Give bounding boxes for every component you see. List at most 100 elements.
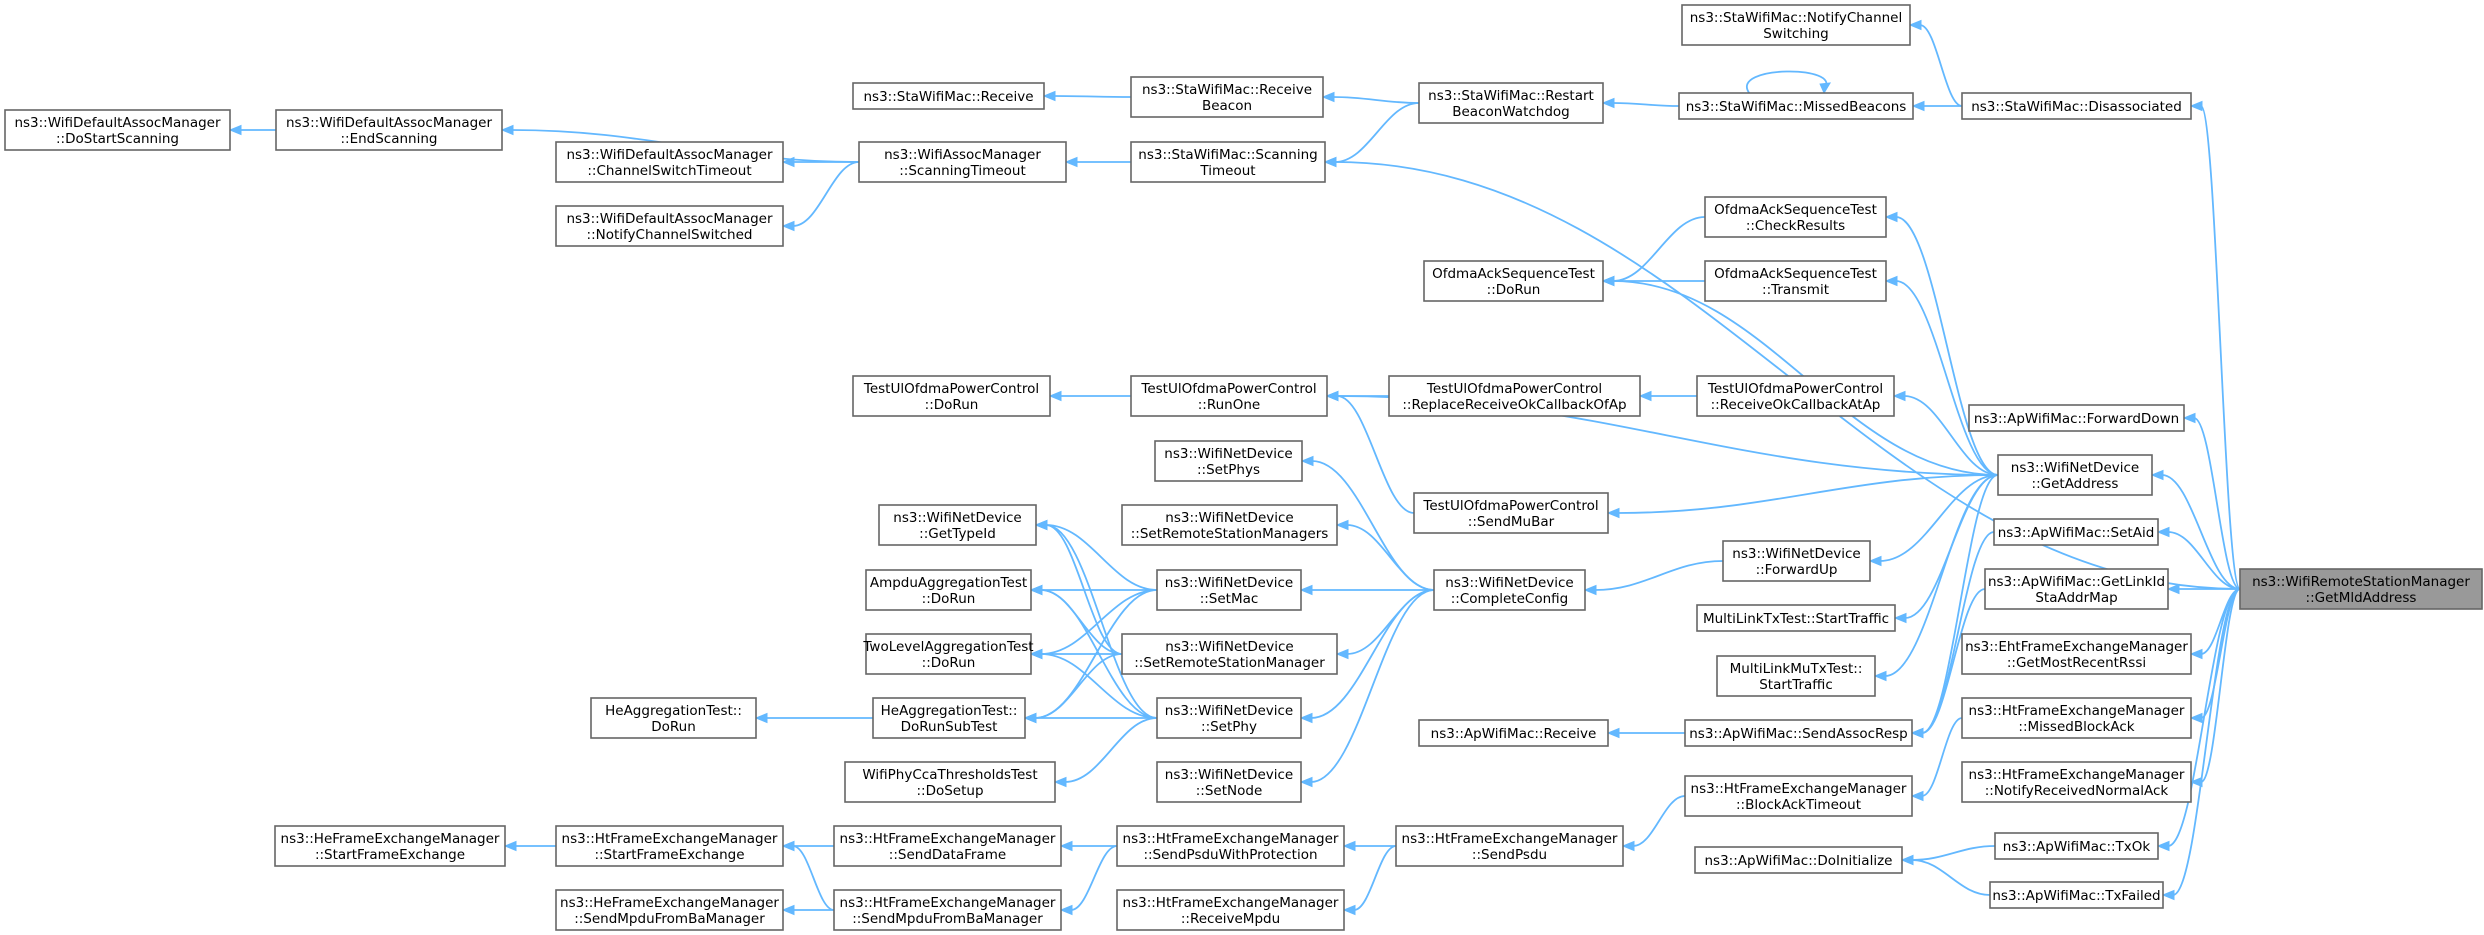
graph-node[interactable]: OfdmaAckSequenceTest::DoRun xyxy=(1423,260,1604,302)
graph-node[interactable]: ns3::HtFrameExchangeManager::SendMpduFro… xyxy=(833,889,1062,931)
edge-arrowhead xyxy=(2161,889,2175,901)
graph-node[interactable]: ns3::ApWifiMac::TxFailed xyxy=(1989,881,2164,909)
graph-node[interactable]: ns3::WifiNetDevice::CompleteConfig xyxy=(1433,569,1586,611)
graph-node[interactable]: ns3::WifiDefaultAssocManager::DoStartSca… xyxy=(4,109,231,151)
graph-node[interactable]: MultiLinkMuTxTest::StartTraffic xyxy=(1716,655,1876,697)
edge-line xyxy=(1346,524,1435,591)
graph-node[interactable]: TestUlOfdmaPowerControl::ReplaceReceiveO… xyxy=(1388,375,1641,417)
graph-node[interactable]: TestUlOfdmaPowerControl::SendMuBar xyxy=(1413,492,1609,534)
graph-node[interactable]: ns3::ApWifiMac::SetAid xyxy=(1993,518,2159,546)
edge-n29-n58 xyxy=(2161,588,2241,901)
graph-node[interactable]: ns3::ApWifiMac::Receive xyxy=(1418,719,1609,747)
graph-node[interactable]: TwoLevelAggregationTest::DoRun xyxy=(862,633,1034,675)
graph-node[interactable]: TestUlOfdmaPowerControl::DoRun xyxy=(852,375,1051,417)
edge-n22-n27 xyxy=(1868,474,1999,567)
edge-n2-n1 xyxy=(228,124,276,136)
graph-node[interactable]: TestUlOfdmaPowerControl::RunOne xyxy=(1130,375,1328,417)
edge-arrowhead xyxy=(1908,19,1922,31)
node-label: ::ReceiveMpdu xyxy=(1181,911,1280,927)
node-label: ::ReplaceReceiveOkCallbackOfAp xyxy=(1402,397,1626,413)
graph-node[interactable]: ns3::HtFrameExchangeManager::SendDataFra… xyxy=(833,825,1062,867)
edge-n22-n37 xyxy=(1873,474,1999,682)
graph-node[interactable]: HeAggregationTest::DoRunSubTest xyxy=(872,697,1026,739)
graph-node[interactable]: ns3::WifiNetDevice::ForwardUp xyxy=(1722,540,1871,582)
graph-node[interactable]: AmpduAggregationTest::DoRun xyxy=(865,569,1032,611)
graph-node[interactable]: ns3::ApWifiMac::ForwardDown xyxy=(1968,404,2185,432)
node-label: ns3::WifiNetDevice xyxy=(893,510,1021,526)
graph-node[interactable]: ns3::HtFrameExchangeManager::NotifyRecei… xyxy=(1961,761,2192,803)
node-label: ns3::WifiRemoteStationManager xyxy=(2252,574,2470,590)
graph-node[interactable]: OfdmaAckSequenceTest::CheckResults xyxy=(1704,196,1887,238)
edge-n22-n13 xyxy=(1884,211,1999,476)
graph-node[interactable]: OfdmaAckSequenceTest::Transmit xyxy=(1704,260,1887,302)
node-label: ns3::WifiNetDevice xyxy=(1165,767,1293,783)
node-box xyxy=(1395,825,1624,867)
edge-n22-n19 xyxy=(1892,390,1999,476)
node-box xyxy=(1130,76,1324,118)
edge-arrowhead xyxy=(1900,854,1914,866)
edge-n32-n36 xyxy=(1335,589,1435,660)
edge-line xyxy=(1746,70,1828,94)
graph-node[interactable]: ns3::WifiNetDevice::SetPhy xyxy=(1156,697,1302,739)
node-box xyxy=(852,375,1051,417)
graph-node[interactable]: ns3::WifiNetDevice::SetMac xyxy=(1156,569,1302,611)
graph-node[interactable]: ns3::WifiNetDevice::SetPhys xyxy=(1154,440,1303,482)
edge-line xyxy=(1911,845,1996,861)
graph-node[interactable]: MultiLinkTxTest::StartTraffic xyxy=(1696,604,1896,632)
edge-line xyxy=(1612,216,1706,282)
edge-arrowhead xyxy=(1910,727,1924,739)
edge-n40-n39 xyxy=(1023,712,1157,724)
graph-node[interactable]: ns3::HtFrameExchangeManager::BlockAckTim… xyxy=(1684,775,1913,817)
graph-node[interactable]: WifiPhyCcaThresholdsTest::DoSetup xyxy=(844,761,1056,803)
graph-node[interactable]: ns3::WifiDefaultAssocManager::NotifyChan… xyxy=(555,205,784,247)
root-node[interactable]: ns3::WifiRemoteStationManager::GetMldAdd… xyxy=(2239,568,2483,610)
edge-n9-n7 xyxy=(1321,91,1420,104)
node-label: ns3::WifiDefaultAssocManager xyxy=(566,147,773,163)
graph-node[interactable]: ns3::EhtFrameExchangeManager::GetMostRec… xyxy=(1961,633,2192,675)
graph-node[interactable]: ns3::StaWifiMac::ScanningTimeout xyxy=(1130,141,1326,183)
graph-node[interactable]: ns3::WifiNetDevice::SetNode xyxy=(1156,761,1302,803)
graph-node[interactable]: HeAggregationTest::DoRun xyxy=(590,697,757,739)
edge-arrowhead xyxy=(1029,584,1043,596)
edge-arrowhead xyxy=(1299,712,1313,724)
graph-node[interactable]: ns3::ApWifiMac::DoInitialize xyxy=(1694,846,1903,874)
node-label: HeAggregationTest:: xyxy=(605,703,742,719)
graph-node[interactable]: ns3::ApWifiMac::SendAssocResp xyxy=(1684,719,1913,747)
graph-node[interactable]: ns3::WifiNetDevice::SetRemoteStationMana… xyxy=(1121,633,1338,675)
graph-node[interactable]: ns3::HtFrameExchangeManager::SendPsdu xyxy=(1395,825,1624,867)
graph-node[interactable]: ns3::StaWifiMac::Receive xyxy=(852,82,1045,110)
node-label: ::SendMpduFromBaManager xyxy=(574,911,765,927)
node-label: ns3::WifiNetDevice xyxy=(1165,575,1293,591)
graph-node[interactable]: ns3::WifiDefaultAssocManager::EndScannin… xyxy=(275,109,503,151)
graph-node[interactable]: TestUlOfdmaPowerControl::ReceiveOkCallba… xyxy=(1696,375,1895,417)
edge-line xyxy=(1895,280,1999,476)
graph-node[interactable]: ns3::WifiNetDevice::SetRemoteStationMana… xyxy=(1121,504,1338,546)
node-box xyxy=(865,569,1032,611)
graph-node[interactable]: ns3::WifiDefaultAssocManager::ChannelSwi… xyxy=(555,141,784,183)
edge-arrowhead xyxy=(1911,100,1925,112)
graph-node[interactable]: ns3::WifiNetDevice::GetTypeId xyxy=(878,504,1037,546)
node-label: ns3::HtFrameExchangeManager xyxy=(1691,781,1907,797)
node-box xyxy=(1121,633,1338,675)
graph-node[interactable]: ns3::HtFrameExchangeManager::ReceiveMpdu xyxy=(1116,889,1345,931)
node-box xyxy=(1116,825,1345,867)
graph-node[interactable]: ns3::HeFrameExchangeManager::SendMpduFro… xyxy=(555,889,784,931)
node-box xyxy=(1716,655,1876,697)
graph-node[interactable]: ns3::WifiAssocManager::ScanningTimeout xyxy=(858,141,1067,183)
graph-node[interactable]: ns3::HtFrameExchangeManager::MissedBlock… xyxy=(1961,697,2192,739)
node-box xyxy=(1156,761,1302,803)
graph-node[interactable]: ns3::HtFrameExchangeManager::StartFrameE… xyxy=(555,825,784,867)
graph-node[interactable]: ns3::HeFrameExchangeManager::StartFrameE… xyxy=(274,825,506,867)
graph-node[interactable]: ns3::HtFrameExchangeManager::SendPsduWit… xyxy=(1116,825,1345,867)
graph-node[interactable]: ns3::StaWifiMac::MissedBeacons xyxy=(1678,92,1914,120)
graph-node[interactable]: ns3::WifiNetDevice::GetAddress xyxy=(1997,454,2153,496)
node-box xyxy=(1116,889,1345,931)
node-label: Switching xyxy=(1763,26,1829,42)
graph-node[interactable]: ns3::ApWifiMac::TxOk xyxy=(1994,832,2159,860)
graph-node[interactable]: ns3::StaWifiMac::Disassociated xyxy=(1961,92,2192,120)
node-label: DoRunSubTest xyxy=(901,719,998,735)
